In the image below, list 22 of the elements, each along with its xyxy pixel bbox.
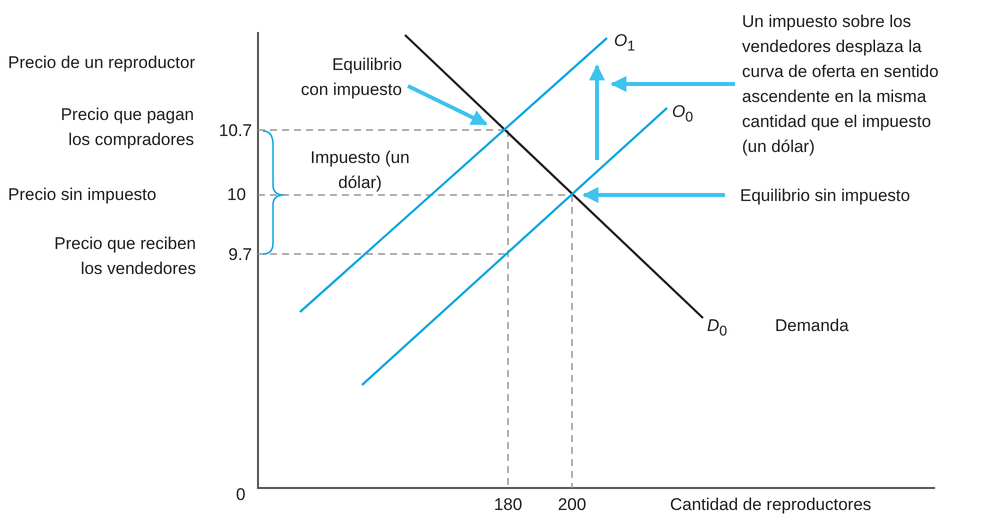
arrow: [582, 187, 725, 203]
tick-label: 10.7: [218, 120, 252, 142]
axis-title: Cantidad de reproductores: [670, 494, 872, 516]
price-label: Precio sin impuesto: [8, 184, 158, 206]
callout-text: Equilibrio sin impuesto: [740, 183, 970, 208]
price-label: Precio que reciben los vendedores: [53, 233, 196, 280]
tick-label: 10: [226, 184, 246, 206]
tick-label: 200: [556, 494, 588, 516]
curve-label: Demanda: [775, 315, 850, 337]
tax-label: Impuesto (un dólar): [310, 147, 410, 194]
curve-label: D$_{0}$: [707, 315, 728, 342]
callout-text: Un impuesto sobre los vendedores desplaza la curva de oferta en sentido ascendente en la misma cantidad que el impuesto (un dólar): [742, 9, 954, 159]
tick-label: 180: [492, 494, 524, 516]
curve-label: O$_{1}$: [614, 30, 636, 56]
tick-label: 0: [236, 484, 246, 506]
arrow: [610, 76, 735, 92]
arrow: [407, 84, 488, 126]
price-label: Precio que pagan los compradores: [60, 104, 194, 151]
callout-text: Equilibrio con impuesto: [300, 52, 402, 102]
axis-title: Precio de un reproductor: [8, 52, 196, 74]
tick-label: 9.7: [227, 244, 252, 266]
curve-label: O$_{0}$: [672, 101, 694, 128]
